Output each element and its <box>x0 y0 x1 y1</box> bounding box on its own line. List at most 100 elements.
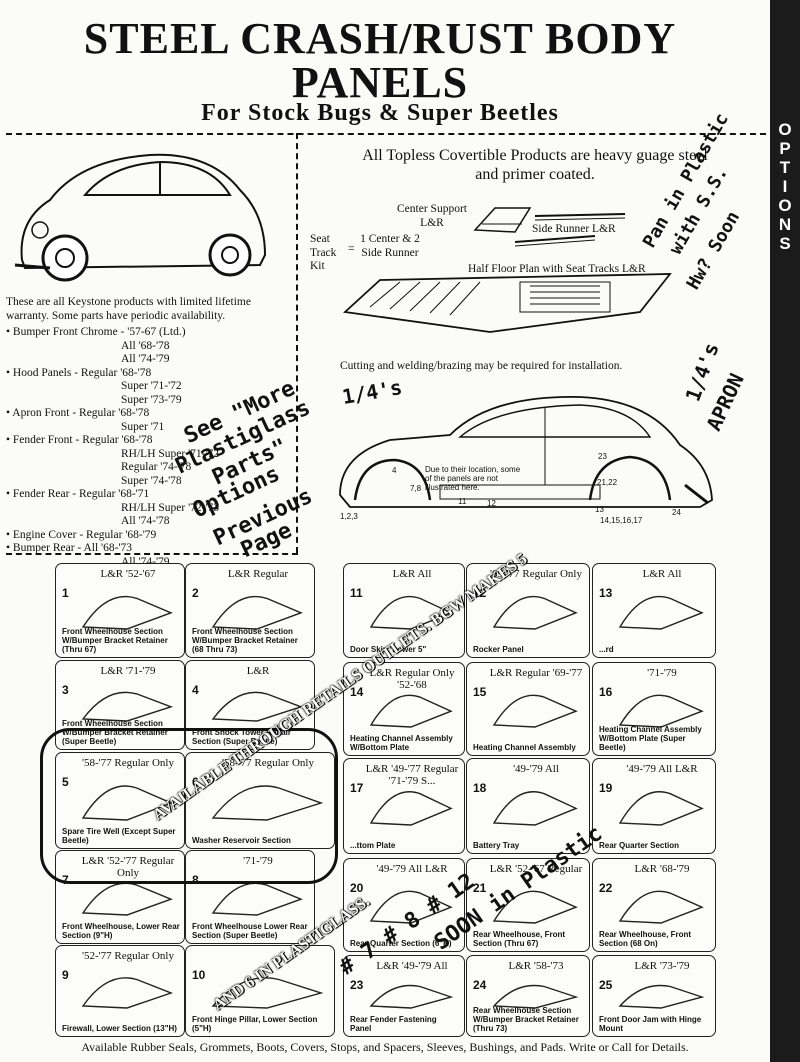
part-caption: Firewall, Lower Section (13"H) <box>62 1024 177 1033</box>
kit-contents-label: 1 Center & 2 Side Runner <box>360 233 420 259</box>
part-header: L&R '71-'79 <box>100 665 156 677</box>
page-title-line1: STEEL CRASH/RUST BODY <box>83 14 677 63</box>
center-support-drawing <box>473 207 532 233</box>
parts-list-item: • Fender Front - Regular '68-'78 <box>6 434 153 446</box>
side-runner-label: Side Runner L&R <box>532 223 616 235</box>
parts-list-item: • Bumper Rear - All '68-'73 <box>6 542 133 554</box>
part-caption: Rear Quarter Section <box>599 841 680 850</box>
parts-list-item: All '74-'78 <box>121 515 170 527</box>
half-floor-pan-drawing <box>342 273 672 333</box>
diagram-label-7: 14,15,16,17 <box>600 516 643 525</box>
part-number: 10 <box>192 968 206 982</box>
part-caption: ...rd <box>599 645 614 654</box>
diagram-label-4: 11 <box>458 497 467 506</box>
part-header: L&R Regular '69-'77 <box>489 667 583 679</box>
part-drawing <box>81 785 173 821</box>
side-tab-letter: P <box>779 139 791 158</box>
divider-left-bottom <box>6 553 298 555</box>
part-caption: Front Wheelhouse Section W/Bumper Bracke… <box>62 627 168 654</box>
part-number: 8 <box>192 873 199 887</box>
part-drawing <box>492 791 578 826</box>
part-number: 18 <box>473 781 487 795</box>
page-subtitle: For Stock Bugs & Super Beetles <box>201 100 559 126</box>
part-number: 3 <box>62 683 69 697</box>
parts-list-item: All '74-'79 <box>121 353 170 365</box>
part-caption: Spare Tire Well (Except Super Beetle) <box>62 827 176 845</box>
parts-list-item: • Bumper Front Chrome - '57-67 (Ltd.) <box>6 326 186 338</box>
part-number: 2 <box>192 586 199 600</box>
part-drawing <box>369 984 454 1009</box>
part-number: 25 <box>599 978 613 992</box>
part-caption: ...ttom Plate <box>350 841 396 850</box>
diagram-label-3: 7,8 <box>410 484 422 493</box>
parts-list-item: Super '73-'79 <box>121 393 182 406</box>
diagram-label-10: 24 <box>672 508 681 517</box>
part-header: L&R '49-'77 Regular '71-'79 S... <box>365 763 459 787</box>
part-caption: Heating Channel Assembly <box>473 743 576 752</box>
diagram-note: Due to their location, some of the panel… <box>425 465 521 492</box>
part-drawing <box>81 977 174 1009</box>
part-caption: Washer Reservoir Section <box>192 836 291 845</box>
part-header: '52-'77 Regular Only <box>82 950 174 962</box>
part-drawing <box>81 691 174 722</box>
part-number: 21 <box>473 881 487 895</box>
part-header: L&R Regular <box>227 568 289 580</box>
part-drawing <box>618 595 704 630</box>
part-header: L&R '52-'67 <box>100 568 156 580</box>
part-caption: Rear Wheelhouse Section W/Bumper Bracket… <box>473 1006 579 1033</box>
part-header: L&R '73-'79 <box>634 960 690 972</box>
part-header: L&R '49-'79 All <box>376 960 448 972</box>
part-caption: Rear Quarter Section (6"H) <box>350 939 452 948</box>
part-drawing <box>81 882 173 916</box>
part-drawing <box>211 595 303 630</box>
part-header: L&R '52-'67 Regular <box>489 863 583 875</box>
part-number: 11 <box>350 586 363 600</box>
part-drawing <box>618 694 704 728</box>
footer-note: Available Rubber Seals, Grommets, Boots,… <box>81 1040 689 1054</box>
parts-list-item: • Hood Panels - Regular '68-'78 <box>6 366 152 379</box>
parts-list-item: Super '71 <box>121 420 165 433</box>
part-header: L&R All <box>392 568 432 580</box>
part-header: '49-'79 All <box>513 763 559 775</box>
part-drawing <box>369 694 453 728</box>
part-header: L&R '58-'73 <box>508 960 564 972</box>
part-caption: Front Shock Tower Repair Section (Super … <box>192 728 291 746</box>
part-number: 4 <box>192 683 199 697</box>
parts-list-item: All '68-'78 <box>121 339 170 352</box>
side-tab-letter: S <box>779 234 791 253</box>
divider-vertical <box>296 133 298 553</box>
part-drawing <box>492 984 579 1009</box>
convertible-line1: All Topless Covertible Products are heav… <box>362 147 708 164</box>
parts-list-item: • Apron Front - Regular '68-'78 <box>6 407 150 419</box>
body-panel-diagram <box>339 396 713 508</box>
part-caption: Rocker Panel <box>473 645 524 654</box>
parts-list-item: Regular '74-'78 <box>121 461 192 473</box>
part-number: 15 <box>473 685 487 699</box>
part-number: 12 <box>473 586 487 600</box>
parts-list-item: • Fender Rear - Regular '68-'71 <box>6 488 150 500</box>
part-caption: Battery Tray <box>473 841 520 850</box>
part-header: L&R All <box>642 568 682 580</box>
part-caption: Front Door Jam with Hinge Mount <box>599 1015 702 1033</box>
part-number: 5 <box>62 775 69 789</box>
part-number: 17 <box>350 781 364 795</box>
side-tab-letter: N <box>778 215 792 234</box>
part-drawing <box>211 977 324 1009</box>
part-header: '49-'79 All L&R <box>626 763 698 775</box>
part-number: 23 <box>350 978 364 992</box>
